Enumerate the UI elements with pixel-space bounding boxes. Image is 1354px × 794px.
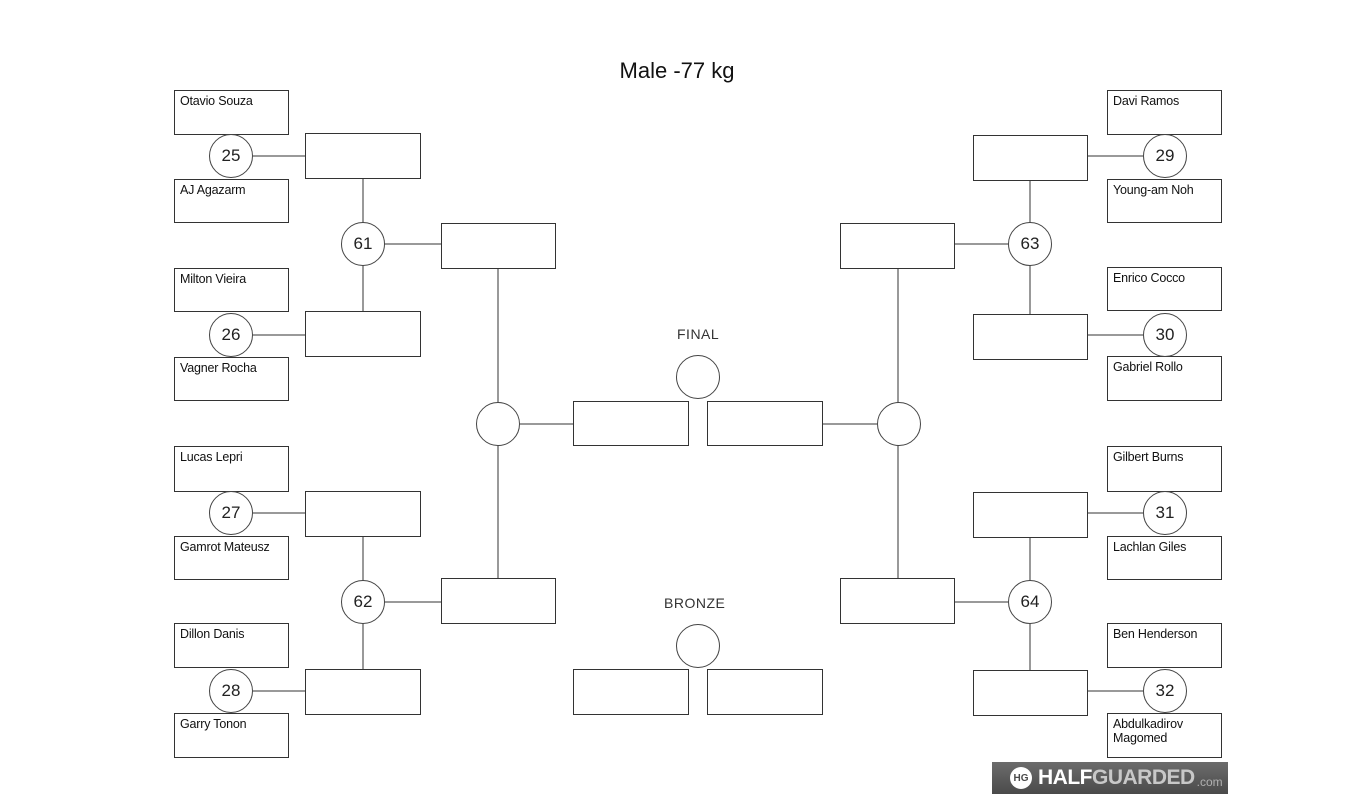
final-box — [707, 401, 823, 446]
bronze-label: BRONZE — [664, 595, 726, 611]
logo-text: GUARDED — [1092, 766, 1195, 789]
match-number-circle: 32 — [1143, 669, 1187, 713]
competitor-box: Ben Henderson — [1107, 623, 1222, 668]
competitor-box: Davi Ramos — [1107, 90, 1222, 135]
page-title: Male -77 kg — [619, 58, 735, 83]
logo-text: HALF — [1038, 766, 1093, 789]
competitor-name: Otavio Souza — [180, 94, 253, 108]
competitor-box: AJ Agazarm — [174, 179, 289, 223]
competitor-name: Milton Vieira — [180, 272, 246, 286]
semifinal-box — [840, 578, 955, 624]
final-box — [573, 401, 689, 446]
match-number-circle: 63 — [1008, 222, 1052, 266]
competitor-name: Enrico Cocco — [1113, 271, 1185, 285]
competitor-box: Milton Vieira — [174, 268, 289, 312]
winner-box — [305, 133, 421, 179]
competitor-name: Vagner Rocha — [180, 361, 257, 375]
competitor-box: Lucas Lepri — [174, 446, 289, 492]
final-circle — [676, 355, 720, 399]
semifinal-box — [441, 223, 556, 269]
match-number-circle: 31 — [1143, 491, 1187, 535]
competitor-box: Gabriel Rollo — [1107, 356, 1222, 401]
competitor-name: Gamrot Mateusz — [180, 540, 270, 554]
halfguarded-logo: HG HALF GUARDED .com — [992, 762, 1228, 794]
competitor-name: Lucas Lepri — [180, 450, 243, 464]
match-number-circle: 61 — [341, 222, 385, 266]
bronze-box — [573, 669, 689, 715]
bronze-box — [707, 669, 823, 715]
competitor-name: Davi Ramos — [1113, 94, 1180, 108]
winner-box — [973, 135, 1088, 181]
competitor-name: Lachlan Giles — [1113, 540, 1187, 554]
competitor-name: Young-am Noh — [1113, 183, 1194, 197]
competitor-name: Gabriel Rollo — [1113, 360, 1183, 374]
competitor-name: Ben Henderson — [1113, 627, 1198, 641]
match-number-circle: 29 — [1143, 134, 1187, 178]
winner-box — [973, 314, 1088, 360]
competitor-box: Lachlan Giles — [1107, 536, 1222, 580]
competitor-box: Gamrot Mateusz — [174, 536, 289, 580]
winner-box — [305, 669, 421, 715]
competitor-box: Otavio Souza — [174, 90, 289, 135]
match-number-circle: 62 — [341, 580, 385, 624]
competitor-box: Dillon Danis — [174, 623, 289, 668]
competitor-name: Dillon Danis — [180, 627, 245, 641]
competitor-name: AJ Agazarm — [180, 183, 246, 197]
match-number-circle: 25 — [209, 134, 253, 178]
match-number-circle: 26 — [209, 313, 253, 357]
semifinal-circle — [476, 402, 520, 446]
competitor-name: Gilbert Burns — [1113, 450, 1184, 464]
winner-box — [305, 491, 421, 537]
bronze-circle — [676, 624, 720, 668]
match-number-circle: 27 — [209, 491, 253, 535]
competitor-box: Abdulkadirov Magomed — [1107, 713, 1222, 758]
competitor-box: Vagner Rocha — [174, 357, 289, 401]
semifinal-box — [441, 578, 556, 624]
match-number-circle: 64 — [1008, 580, 1052, 624]
final-label: FINAL — [677, 326, 720, 342]
winner-box — [305, 311, 421, 357]
competitor-name: Garry Tonon — [180, 717, 247, 731]
competitor-box: Garry Tonon — [174, 713, 289, 758]
logo-badge-icon: HG — [1010, 767, 1032, 789]
match-number-circle: 30 — [1143, 313, 1187, 357]
competitor-name: Abdulkadirov Magomed — [1113, 717, 1183, 745]
competitor-box: Young-am Noh — [1107, 179, 1222, 223]
winner-box — [973, 670, 1088, 716]
logo-text: .com — [1196, 775, 1223, 789]
competitor-box: Enrico Cocco — [1107, 267, 1222, 311]
winner-box — [973, 492, 1088, 538]
match-number-circle: 28 — [209, 669, 253, 713]
semifinal-circle — [877, 402, 921, 446]
semifinal-box — [840, 223, 955, 269]
competitor-box: Gilbert Burns — [1107, 446, 1222, 492]
